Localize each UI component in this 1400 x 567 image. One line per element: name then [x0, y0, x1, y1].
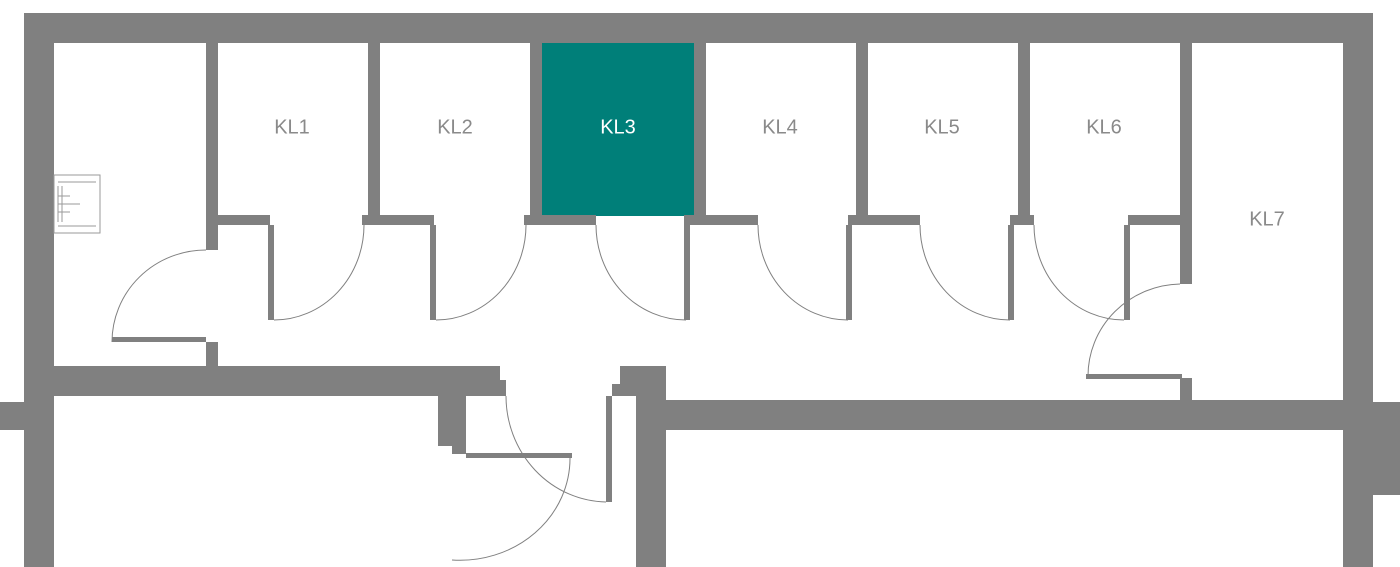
partition-5 [856, 42, 868, 224]
front-wall-kl4-kl5 [848, 215, 920, 225]
corridor-wall-right [636, 400, 1373, 430]
doors [111, 224, 1182, 561]
door-kl1-leaf[interactable] [268, 225, 274, 320]
door-kl7-leaf[interactable] [1086, 374, 1182, 379]
wall-top [24, 13, 1372, 43]
door-kl4-leaf[interactable] [846, 225, 852, 320]
wall-stub-right [1370, 402, 1400, 495]
door-kl5-swing [919, 224, 1011, 321]
room-label-kl5[interactable]: KL5 [924, 116, 960, 138]
partition-7-lower [1180, 378, 1192, 402]
door-kl6-swing [1033, 224, 1125, 321]
door-kl7-swing [1087, 283, 1181, 377]
door-entrance-swing [111, 249, 207, 343]
front-wall-kl2-kl3 [524, 215, 596, 225]
room-label-kl2[interactable]: KL2 [437, 116, 473, 138]
room-label-kl3[interactable]: KL3 [600, 116, 636, 138]
walls [0, 13, 1400, 567]
front-wall-kl1 [206, 215, 270, 225]
partition-2 [368, 42, 380, 224]
shaft-wall-left-step [452, 430, 466, 454]
corridor-wall-left [24, 366, 500, 396]
room-label-kl1[interactable]: KL1 [274, 116, 310, 138]
room-label-kl4[interactable]: KL4 [762, 116, 798, 138]
front-wall-kl6 [1128, 215, 1190, 225]
corridor-wall-left-step [464, 380, 506, 396]
door-kl2-leaf[interactable] [430, 225, 436, 320]
shaft-wall-right [636, 366, 666, 567]
door-kl5-leaf[interactable] [1008, 225, 1014, 320]
partition-1-lower [206, 342, 218, 368]
door-corridor-upper-leaf[interactable] [606, 396, 612, 502]
partition-1 [206, 42, 218, 250]
partition-4 [694, 42, 706, 224]
partition-3 [530, 42, 542, 224]
door-corridor-lower-swing [451, 457, 571, 561]
door-kl2-swing [435, 224, 527, 321]
wall-left [24, 13, 54, 567]
front-wall-kl1-kl2 [362, 215, 434, 225]
front-wall-kl3-kl4 [684, 215, 758, 225]
room-label-kl7[interactable]: KL7 [1249, 208, 1285, 230]
door-kl4-swing [757, 224, 849, 321]
door-corridor-upper-swing [505, 395, 607, 503]
partition-7 [1180, 42, 1192, 284]
wall-stub-left [0, 402, 30, 430]
door-entrance-leaf[interactable] [112, 337, 206, 342]
door-kl6-leaf[interactable] [1124, 225, 1130, 320]
shaft-jamb [612, 384, 636, 396]
room-labels: KL1 KL2 KL3 KL4 KL5 KL6 KL7 [274, 116, 1285, 230]
partition-6 [1018, 42, 1030, 224]
door-kl3-leaf[interactable] [684, 225, 690, 320]
room-kl3-highlight[interactable] [540, 42, 696, 216]
door-kl3-swing [595, 224, 687, 321]
wall-right [1343, 13, 1373, 567]
door-kl1-swing [273, 224, 365, 321]
room-label-kl6[interactable]: KL6 [1086, 116, 1122, 138]
electrical-panel-icon [53, 174, 101, 234]
front-wall-kl5-kl6 [1010, 215, 1034, 225]
door-corridor-lower-leaf[interactable] [466, 453, 572, 458]
